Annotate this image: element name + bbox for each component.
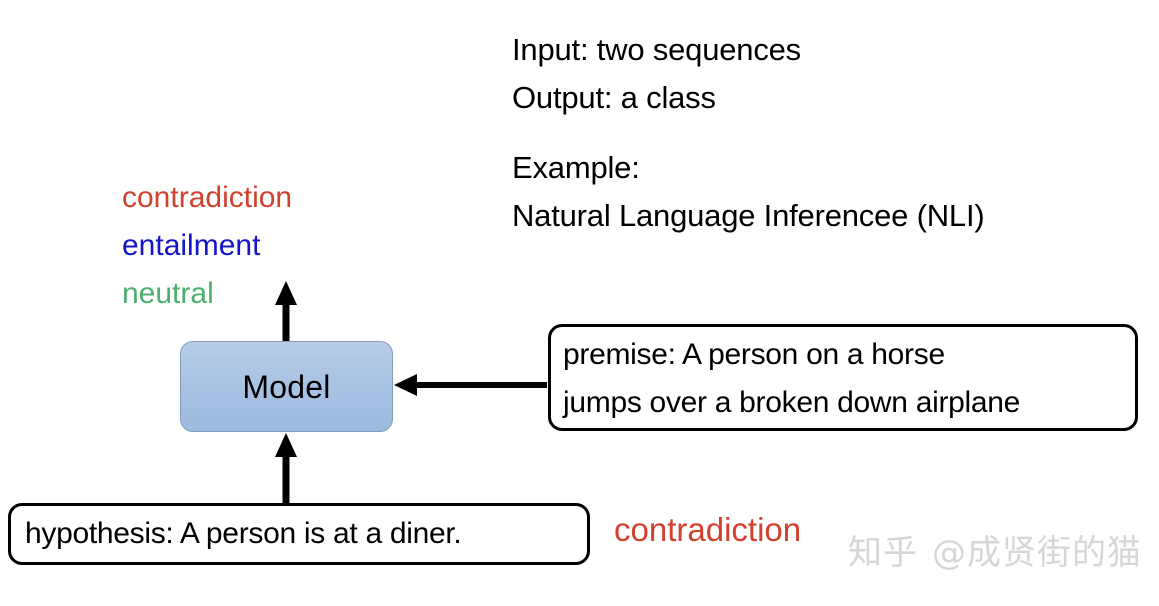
input-line: Input: two sequences: [512, 32, 801, 67]
predicted-class-label: contradiction: [614, 511, 802, 548]
output-line: Output: a class: [512, 80, 716, 115]
class-label-neutral: neutral: [122, 277, 214, 310]
task-example-block: Example: Natural Language Inferencee (NL…: [512, 144, 985, 240]
premise-line-1: premise: A person on a horse: [563, 338, 945, 371]
hypothesis-box: hypothesis: A person is at a diner.: [8, 503, 590, 565]
example-heading: Example:: [512, 150, 640, 185]
class-label-stack: contradiction entailment neutral: [122, 174, 292, 318]
example-name: Natural Language Inferencee (NLI): [512, 198, 985, 233]
premise-to-model-arrow: [394, 374, 547, 396]
premise-box: premise: A person on a horse jumps over …: [548, 324, 1138, 431]
hypothesis-text: hypothesis: A person is at a diner.: [25, 517, 462, 550]
premise-line-2: jumps over a broken down airplane: [563, 386, 1021, 419]
zhihu-logo-text: 知乎: [848, 533, 918, 573]
task-io-block: Input: two sequences Output: a class: [512, 26, 801, 122]
model-box: Model: [180, 341, 393, 432]
model-box-label: Model: [242, 368, 331, 405]
hypothesis-to-model-arrow: [275, 433, 297, 503]
class-label-entailment: entailment: [122, 229, 261, 262]
zhihu-handle: @成贤街的猫: [932, 533, 1142, 573]
class-label-contradiction: contradiction: [122, 181, 293, 214]
zhihu-watermark: 知乎 @成贤街的猫: [848, 536, 1142, 570]
